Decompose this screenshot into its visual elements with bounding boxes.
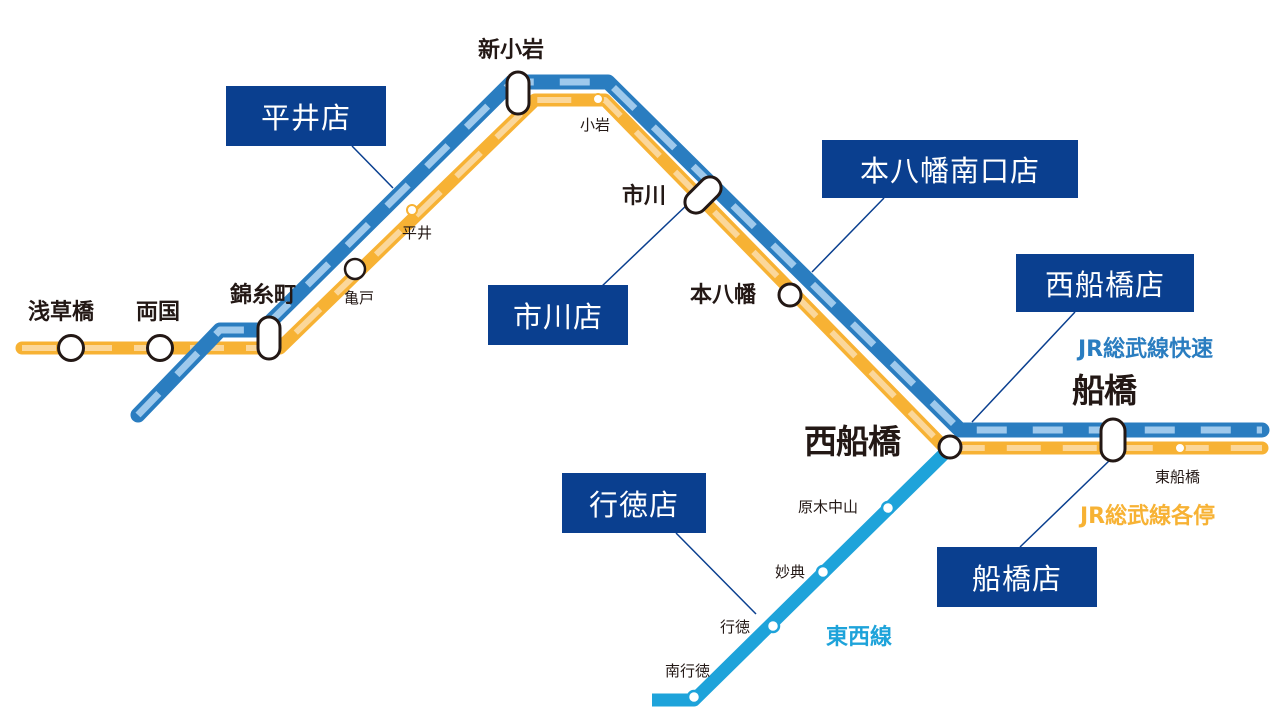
shop-hirai-button[interactable]: 平井店 xyxy=(226,86,386,146)
station-label-myoden: 妙典 xyxy=(775,563,806,581)
station-marker-koiwa[interactable] xyxy=(592,93,604,105)
line-label-tozai: 東西線 xyxy=(826,625,893,650)
connector-gyotoku xyxy=(675,532,757,615)
station-label-asakusabashi: 浅草橋 xyxy=(28,300,95,325)
shop-gyotoku-button[interactable]: 行徳店 xyxy=(562,473,706,533)
station-marker-minamigyotoku[interactable] xyxy=(686,689,702,705)
station-marker-barakinakayama[interactable] xyxy=(880,500,896,516)
shop-motoyawata-minamiguchi-button[interactable]: 本八幡南口店 xyxy=(822,140,1078,198)
station-label-nishifunabashi: 西船橋 xyxy=(804,422,901,461)
station-marker-hirai[interactable] xyxy=(406,204,418,216)
connector-ichikawa xyxy=(599,201,691,289)
connector-funabashi xyxy=(1019,459,1111,548)
station-marker-ichikawa[interactable] xyxy=(680,172,725,217)
shop-nishifunabashi-button[interactable]: 西船橋店 xyxy=(1016,254,1194,312)
station-marker-higashifunabashi[interactable] xyxy=(1174,442,1186,454)
station-marker-shinkoiwa[interactable] xyxy=(505,70,531,116)
station-marker-asakusabashi[interactable] xyxy=(57,334,85,362)
station-marker-kameido[interactable] xyxy=(343,257,367,281)
station-marker-nishifunabashi[interactable] xyxy=(937,434,963,460)
station-label-ichikawa: 市川 xyxy=(622,184,667,209)
station-label-shinkoiwa: 新小岩 xyxy=(478,38,545,63)
station-marker-funabashi[interactable] xyxy=(1099,417,1127,463)
station-label-barakinakayama: 原木中山 xyxy=(798,498,859,516)
connector-motoyawata xyxy=(811,197,885,273)
station-label-ryogoku: 両国 xyxy=(136,300,181,325)
line-label-rapid: JR総武線快速 xyxy=(1078,337,1214,362)
station-marker-gyotoku[interactable] xyxy=(765,618,781,634)
local-line xyxy=(15,93,1269,455)
station-label-motoyawata: 本八幡 xyxy=(690,283,757,308)
station-label-minamigyotoku: 南行徳 xyxy=(665,662,711,680)
station-label-gyotoku: 行徳 xyxy=(720,618,751,636)
station-marker-ryogoku[interactable] xyxy=(146,334,174,362)
line-label-local: JR総武線各停 xyxy=(1080,504,1216,529)
station-marker-motoyawata[interactable] xyxy=(777,282,803,308)
station-label-koiwa: 小岩 xyxy=(580,116,611,134)
connector-nishifunabashi xyxy=(971,311,1076,423)
shop-connectors xyxy=(351,145,1111,615)
station-label-hirai: 平井 xyxy=(402,224,433,242)
shop-funabashi-button[interactable]: 船橋店 xyxy=(937,547,1097,607)
connector-hirai xyxy=(351,145,394,189)
station-label-kinshicho: 錦糸町 xyxy=(230,283,297,308)
station-label-kameido: 亀戸 xyxy=(344,289,375,307)
station-label-higashifunabashi: 東船橋 xyxy=(1155,468,1201,486)
station-marker-kinshicho[interactable] xyxy=(256,315,282,361)
station-label-funabashi: 船橋 xyxy=(1072,371,1137,410)
station-marker-myoden[interactable] xyxy=(815,564,831,580)
shop-ichikawa-button[interactable]: 市川店 xyxy=(488,285,628,345)
